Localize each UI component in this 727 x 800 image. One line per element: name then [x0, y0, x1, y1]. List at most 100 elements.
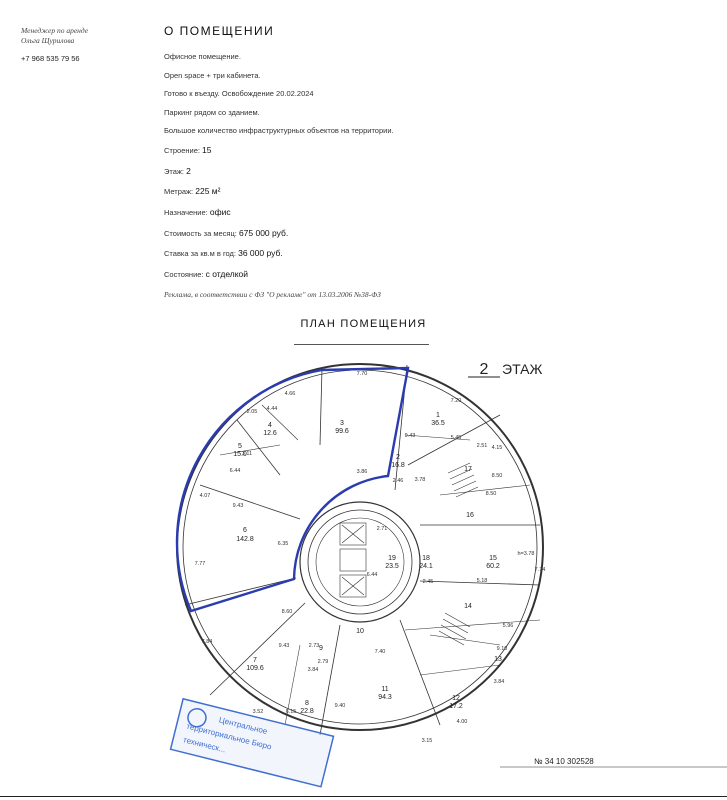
dimension-label: 2.71: [377, 526, 388, 532]
property-rate: Ставка за кв.м в год: 36 000 руб.: [164, 248, 704, 259]
stairs: [438, 462, 479, 646]
leased-area-outline: [175, 366, 410, 613]
property-label: Строение:: [164, 145, 200, 155]
dimension-label: 9.43: [405, 433, 416, 439]
dimension-label: 2.46: [393, 478, 404, 484]
property-value: 36 000 руб.: [238, 248, 283, 259]
room-area: 15.0: [233, 451, 247, 458]
floor-label: 2 ЭТАЖ: [468, 361, 542, 378]
room-number: 2: [396, 454, 400, 461]
dimension-label: 3.15: [422, 738, 433, 744]
property-info: О ПОМЕЩЕНИИ Офисное помещение. Open spac…: [164, 24, 704, 300]
dimension-label: 5.45: [451, 435, 462, 441]
room-number: 8: [305, 700, 309, 707]
stamp-seal-icon: [187, 707, 207, 728]
room-area: 109.6: [246, 665, 264, 672]
dimension-label: 3.52: [253, 709, 264, 715]
room-number: 13: [494, 656, 502, 663]
property-label: Этаж:: [164, 166, 185, 176]
property-value: с отделкой: [205, 269, 249, 280]
document-number: № 34 10 302528: [534, 757, 594, 766]
room-number: 6: [243, 527, 247, 534]
dimension-label: 9.43: [279, 643, 290, 649]
manager-phone[interactable]: +7 968 535 79 56: [21, 54, 80, 63]
room-area: 16.8: [391, 462, 405, 469]
room-number: 18: [422, 555, 430, 562]
dimension-label: 7.20: [451, 398, 462, 404]
room-number: 15: [489, 555, 497, 562]
dimension-label: 2.51: [477, 443, 488, 449]
property-label: Состояние:: [164, 270, 204, 280]
room-area: 60.2: [486, 563, 500, 570]
room-labels: 1 36.5 2 16.8 3 99.6 4 12.6 5 15.0 6 142…: [233, 412, 502, 715]
dimension-label: 6.15: [286, 709, 297, 715]
dimension-label: 3.78: [415, 477, 426, 483]
bottom-border: [0, 796, 727, 797]
ad-disclaimer: Реклама, в соответствии с ФЗ "О рекламе"…: [164, 289, 381, 299]
room-number: 11: [381, 686, 388, 693]
room-area: 23.5: [385, 563, 399, 570]
room-number: 9: [319, 645, 323, 652]
dimension-label: 4.66: [285, 391, 296, 397]
dimension-label: 7.70: [357, 371, 368, 377]
property-floor: Этаж: 2: [164, 166, 704, 177]
room-number: 4: [268, 422, 272, 429]
room-number: 3: [340, 420, 344, 427]
room-number: 16: [466, 512, 474, 519]
dimension-labels: 7.70 9.43 4.66 2.05 4.44 3.11 6.44 9.43 …: [195, 371, 546, 744]
property-label: Стоимость за месяц:: [164, 228, 237, 238]
dimension-label: 4.00: [457, 719, 468, 725]
room-area: 12.6: [263, 430, 277, 437]
dimension-label: 9.10: [497, 646, 508, 652]
room-area: 22.8: [300, 708, 314, 715]
registration-stamp: Центральное территориальное Бюро техниче…: [169, 697, 335, 788]
dimension-label: 3.84: [494, 679, 505, 685]
property-purpose: Назначение: офис: [164, 207, 704, 218]
property-label: Ставка за кв.м в год:: [164, 249, 237, 259]
dimension-label: 7.84: [202, 639, 213, 645]
property-area: Метраж: 225 м²: [164, 186, 704, 197]
stamp-frame: [169, 697, 335, 788]
room-number: 10: [356, 628, 364, 635]
dimension-label: 3.86: [357, 469, 368, 475]
room-area: 24.1: [419, 563, 433, 570]
dimension-label: 5.18: [477, 578, 488, 584]
description-line: Готово к въезду. Освобождение 20.02.2024: [164, 89, 314, 99]
dimension-label: 6.44: [367, 572, 378, 578]
property-building: Строение: 15: [164, 145, 704, 156]
dimension-label: 9.43: [233, 503, 244, 509]
description-line: Паркинг рядом со зданием.: [164, 107, 260, 117]
description-line: Большое количество инфраструктурных объе…: [164, 126, 394, 136]
manager-contact: Менеджер по аренде Ольга Щурилова +7 968…: [21, 26, 141, 63]
dimension-label: 7.40: [375, 649, 386, 655]
description-line: Open space + три кабинета.: [164, 70, 261, 80]
dimension-label: h=3.78: [518, 551, 535, 557]
property-condition: Состояние: с отделкой: [164, 269, 704, 280]
room-number: 5: [238, 443, 242, 450]
room-number: 7: [253, 657, 257, 664]
room-number: 17: [464, 466, 472, 473]
dimension-label: 8.50: [486, 491, 497, 497]
property-value: 225 м²: [195, 186, 221, 197]
dimension-label: 3.84: [308, 667, 319, 673]
floor-plan: 1 36.5 2 16.8 3 99.6 4 12.6 5 15.0 6 142…: [169, 361, 727, 788]
property-value: офис: [209, 207, 231, 218]
property-monthly-cost: Стоимость за месяц: 675 000 руб.: [164, 228, 704, 239]
dimension-label: 2.79: [318, 659, 329, 665]
dimension-label: 2.05: [247, 409, 258, 415]
property-value: 675 000 руб.: [238, 227, 289, 238]
room-number: 1: [436, 412, 440, 419]
floor-word: ЭТАЖ: [502, 361, 542, 377]
manager-role: Менеджер по аренде: [21, 26, 89, 35]
description-line: Офисное помещение.: [164, 52, 241, 61]
plan-title: ПЛАН ПОМЕЩЕНИЯ: [300, 318, 427, 330]
dimension-label: 4.44: [267, 406, 278, 412]
description: Офисное помещение. Open space + три каби…: [164, 52, 704, 136]
section-title: О ПОМЕЩЕНИИ: [164, 24, 275, 38]
dimension-label: 5.96: [503, 623, 514, 629]
plan-title-divider: [294, 344, 429, 345]
dimension-label: 7.74: [535, 567, 546, 573]
dimension-label: 6.35: [278, 541, 289, 547]
property-value: 15: [202, 144, 212, 155]
room-area: 36.5: [431, 420, 445, 427]
